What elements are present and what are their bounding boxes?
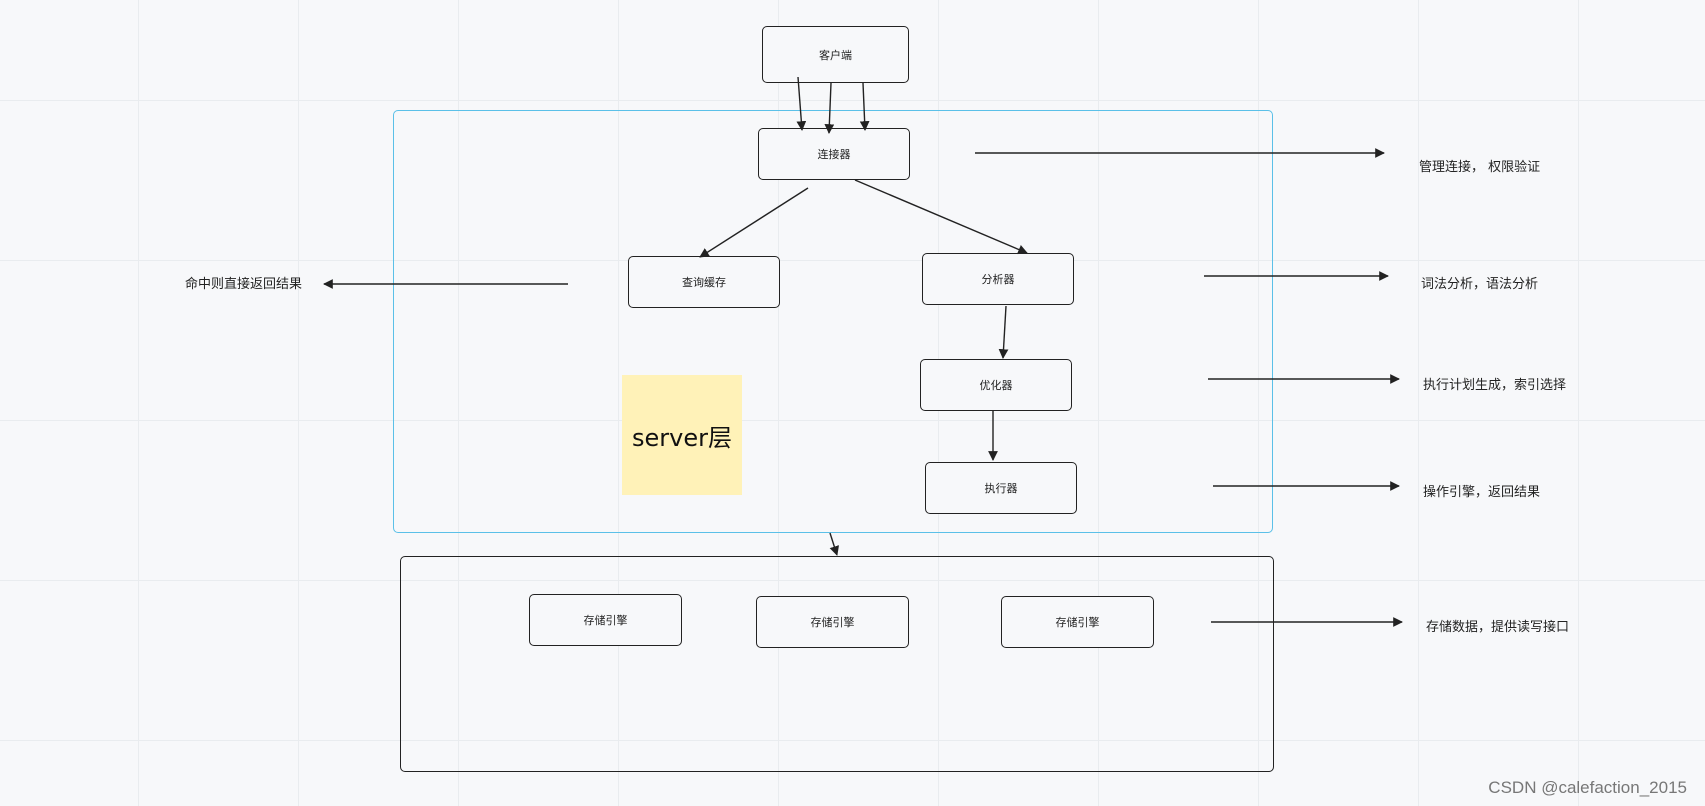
server-layer-frame <box>393 110 1273 533</box>
query-cache-description: 命中则直接返回结果 <box>185 277 303 292</box>
client-node: 客户端 <box>762 26 909 83</box>
analyzer-description: 词法分析，语法分析 <box>1421 277 1539 292</box>
storage-engine-node: 存储引擎 <box>1001 596 1154 648</box>
optimizer-node: 优化器 <box>920 359 1072 411</box>
arrow-analyzer-to-optimizer <box>998 305 1009 359</box>
connector-node: 连接器 <box>758 128 910 180</box>
analyzer-node: 分析器 <box>922 253 1074 305</box>
query-cache-node: 查询缓存 <box>628 256 780 308</box>
arrow-client-to-connector <box>796 76 807 131</box>
arrow-client-to-connector <box>824 82 835 134</box>
arrow-connector-to-analyzer <box>854 179 1028 255</box>
storage-engine-node: 存储引擎 <box>756 596 909 648</box>
storage-layer-frame <box>400 556 1274 772</box>
arrow-connector-to-cache <box>699 187 809 258</box>
watermark: CSDN @calefaction_2015 <box>1488 778 1687 797</box>
executor-description: 操作引擎，返回结果 <box>1423 485 1541 500</box>
arrow-server-to-storage <box>829 532 839 556</box>
executor-node: 执行器 <box>925 462 1077 514</box>
storage-engine-node: 存储引擎 <box>529 594 682 646</box>
storage-description: 存储数据，提供读写接口 <box>1426 620 1570 635</box>
server-layer-note: server层 <box>622 375 742 495</box>
arrow-client-to-connector <box>859 82 870 131</box>
optimizer-description: 执行计划生成，索引选择 <box>1423 378 1567 393</box>
connector-description: 管理连接， 权限验证 <box>1419 160 1541 175</box>
